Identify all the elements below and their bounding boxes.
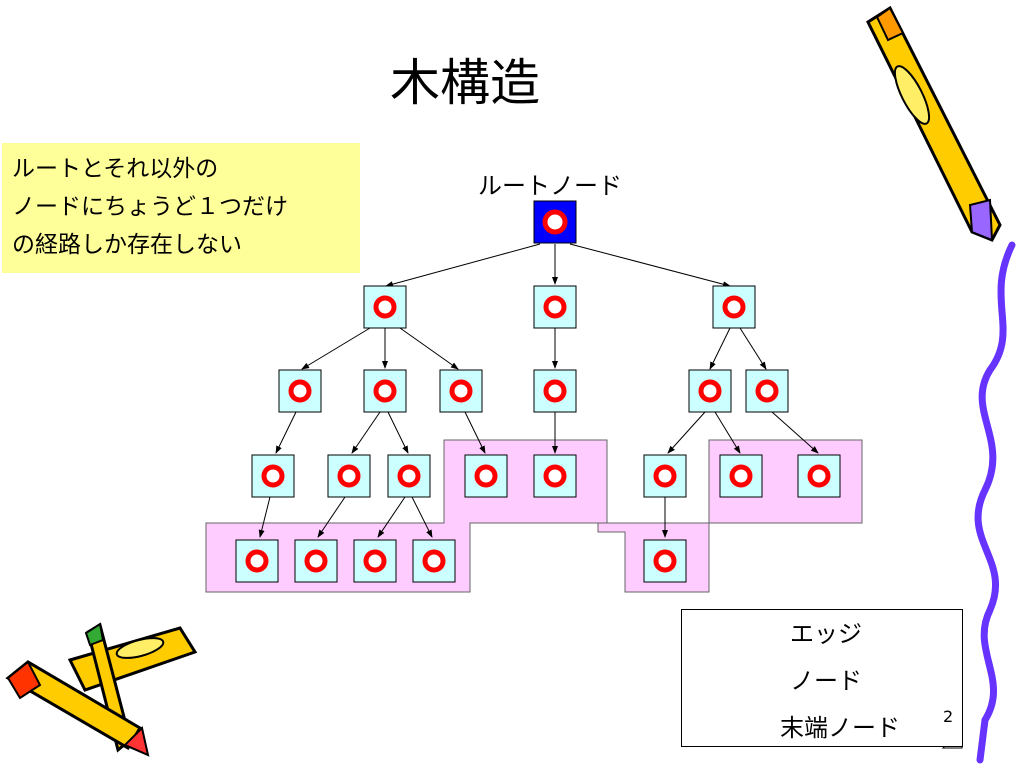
legend-box: エッジ ノード 末端ノード <box>681 609 963 747</box>
edge <box>709 327 731 370</box>
leaf-node <box>719 454 763 498</box>
callout-box: ルートとそれ以外の ノードにちょうど１つだけ の経路しか存在しない <box>2 143 360 273</box>
edge <box>301 327 371 370</box>
callout-line-3: の経路しか存在しない <box>12 232 242 258</box>
node <box>688 369 732 413</box>
purple-squiggle-decoration <box>974 241 1016 764</box>
node <box>533 285 577 329</box>
edge <box>667 411 706 454</box>
leaf-node <box>464 454 508 498</box>
root-node-label: ルートノード <box>478 172 622 200</box>
edge <box>714 411 741 454</box>
edge <box>275 411 297 454</box>
pencil-clipart-top-right <box>866 5 1002 242</box>
edge <box>569 243 731 288</box>
leaf-node <box>643 539 687 583</box>
node <box>533 369 577 413</box>
edge <box>739 327 767 370</box>
legend-node-label: ノード <box>790 667 862 695</box>
node <box>387 454 431 498</box>
node <box>327 454 371 498</box>
leaf-node <box>353 539 397 583</box>
edge <box>351 411 381 454</box>
edge <box>399 327 459 370</box>
pencils-clipart-bottom-left <box>5 622 198 757</box>
callout-line-2: ノードにちょうど１つだけ <box>12 194 288 220</box>
root-node <box>533 200 577 244</box>
edge <box>387 411 409 454</box>
leaf-node <box>294 539 338 583</box>
node <box>363 285 407 329</box>
tree-nodes <box>235 285 841 583</box>
node <box>439 369 483 413</box>
edge <box>464 411 486 454</box>
node <box>251 454 295 498</box>
page-number: 2 <box>943 707 954 726</box>
edge <box>258 496 271 538</box>
legend-leaf-label: 末端ノード <box>780 714 900 742</box>
tree-edges <box>258 243 819 538</box>
edge <box>377 496 406 538</box>
node <box>363 369 407 413</box>
node <box>643 454 687 498</box>
leaf-node <box>533 454 577 498</box>
edge <box>317 496 346 538</box>
leaf-node <box>235 539 279 583</box>
callout-line-1: ルートとそれ以外の <box>12 156 219 182</box>
edge <box>771 411 819 454</box>
leaf-node <box>412 539 456 583</box>
legend-edge-label: エッジ <box>790 620 862 648</box>
node <box>712 285 756 329</box>
slide-title: 木構造 <box>390 54 540 112</box>
edge <box>411 496 433 538</box>
node <box>278 369 322 413</box>
leaf-node <box>797 454 841 498</box>
edge <box>385 243 541 288</box>
node <box>745 369 789 413</box>
